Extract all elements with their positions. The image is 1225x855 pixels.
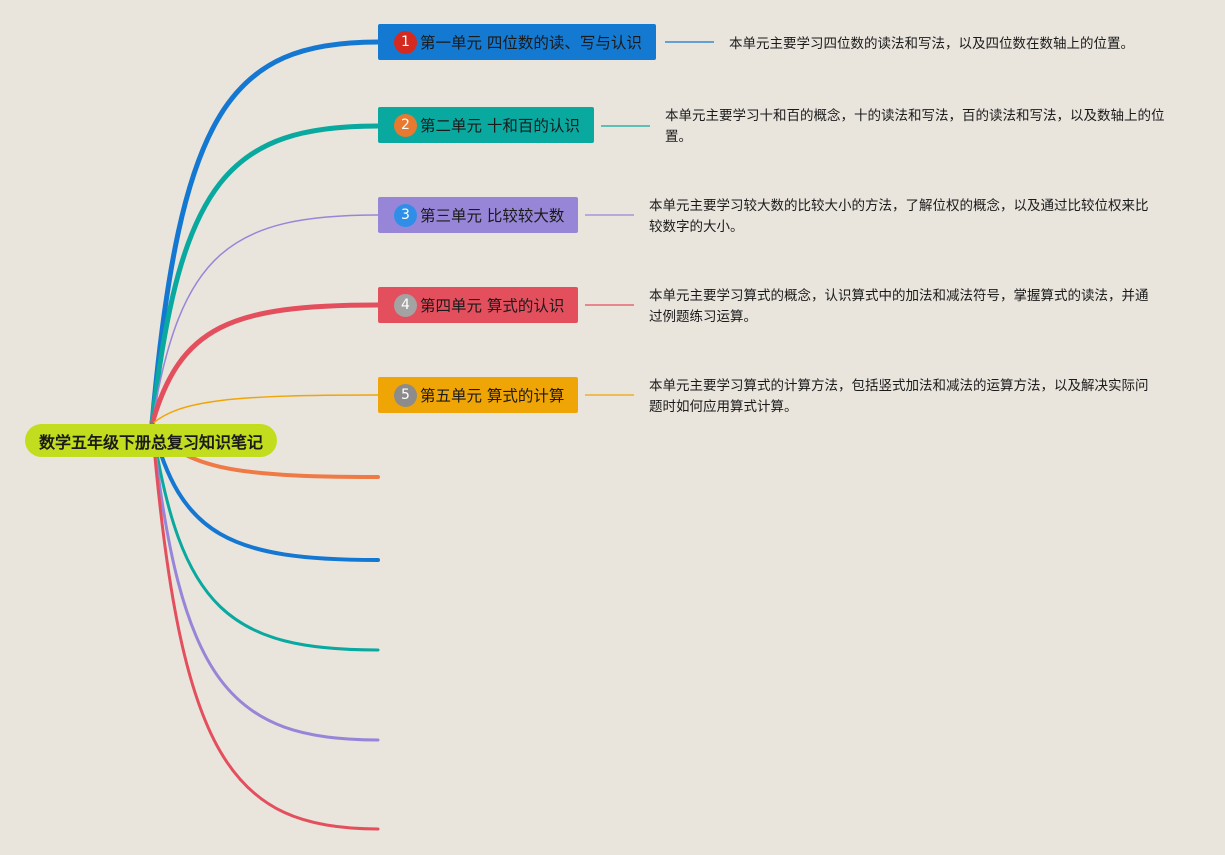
branch-line-unit-1	[149, 39, 381, 427]
number-badge-icon: 2	[394, 113, 417, 137]
unit-title: 第一单元 四位数的读、写与认识	[420, 34, 642, 52]
empty-branch-line-2	[150, 422, 380, 562]
branch-line-unit-3	[151, 214, 379, 425]
unit-title: 第三单元 比较较大数	[420, 207, 565, 225]
number-badge-icon: 1	[394, 30, 417, 54]
unit-node-3[interactable]: 3 第三单元 比较较大数	[378, 197, 579, 233]
connector-lines	[585, 41, 714, 396]
root-topic-label: 数学五年级下册总复习知识笔记	[38, 432, 263, 452]
unit-title: 第二单元 十和百的认识	[420, 117, 580, 135]
root-topic[interactable]: 数学五年级下册总复习知识笔记	[25, 424, 277, 457]
branch-line-unit-2	[149, 123, 381, 427]
empty-branch-line-4	[150, 422, 380, 742]
unit-description-5: 本单元主要学习算式的计算方法，包括竖式加法和减法的运算方法，以及解决实际问题时如…	[649, 378, 1149, 415]
unit-title: 第五单元 算式的计算	[420, 387, 565, 405]
unit-title: 第四单元 算式的认识	[420, 297, 565, 315]
empty-branch-line-5	[150, 422, 380, 831]
unit-description-2: 本单元主要学习十和百的概念，十的读法和写法，百的读法和写法，以及数轴上的位置。	[665, 108, 1165, 145]
empty-branch-line-3	[150, 422, 380, 652]
unit-description-3: 本单元主要学习较大数的比较大小的方法，了解位权的概念，以及通过比较位权来比较数字…	[649, 198, 1149, 235]
unit-description-1: 本单元主要学习四位数的读法和写法，以及四位数在数轴上的位置。	[729, 36, 1134, 52]
branch-line-unit-4	[149, 302, 381, 427]
number-badge-icon: 5	[394, 383, 417, 407]
unit-node-2[interactable]: 2 第二单元 十和百的认识	[378, 107, 594, 143]
number-badge-icon: 3	[394, 203, 417, 227]
number-badge-icon: 4	[394, 293, 417, 317]
unit-node-4[interactable]: 4 第四单元 算式的认识	[378, 287, 579, 323]
unit-node-1[interactable]: 1 第一单元 四位数的读、写与认识	[378, 24, 656, 60]
unit-description-4: 本单元主要学习算式的概念，认识算式中的加法和减法符号，掌握算式的读法，并通过例题…	[649, 288, 1149, 325]
branch-line-unit-5	[151, 394, 379, 425]
unit-node-5[interactable]: 5 第五单元 算式的计算	[378, 377, 579, 413]
